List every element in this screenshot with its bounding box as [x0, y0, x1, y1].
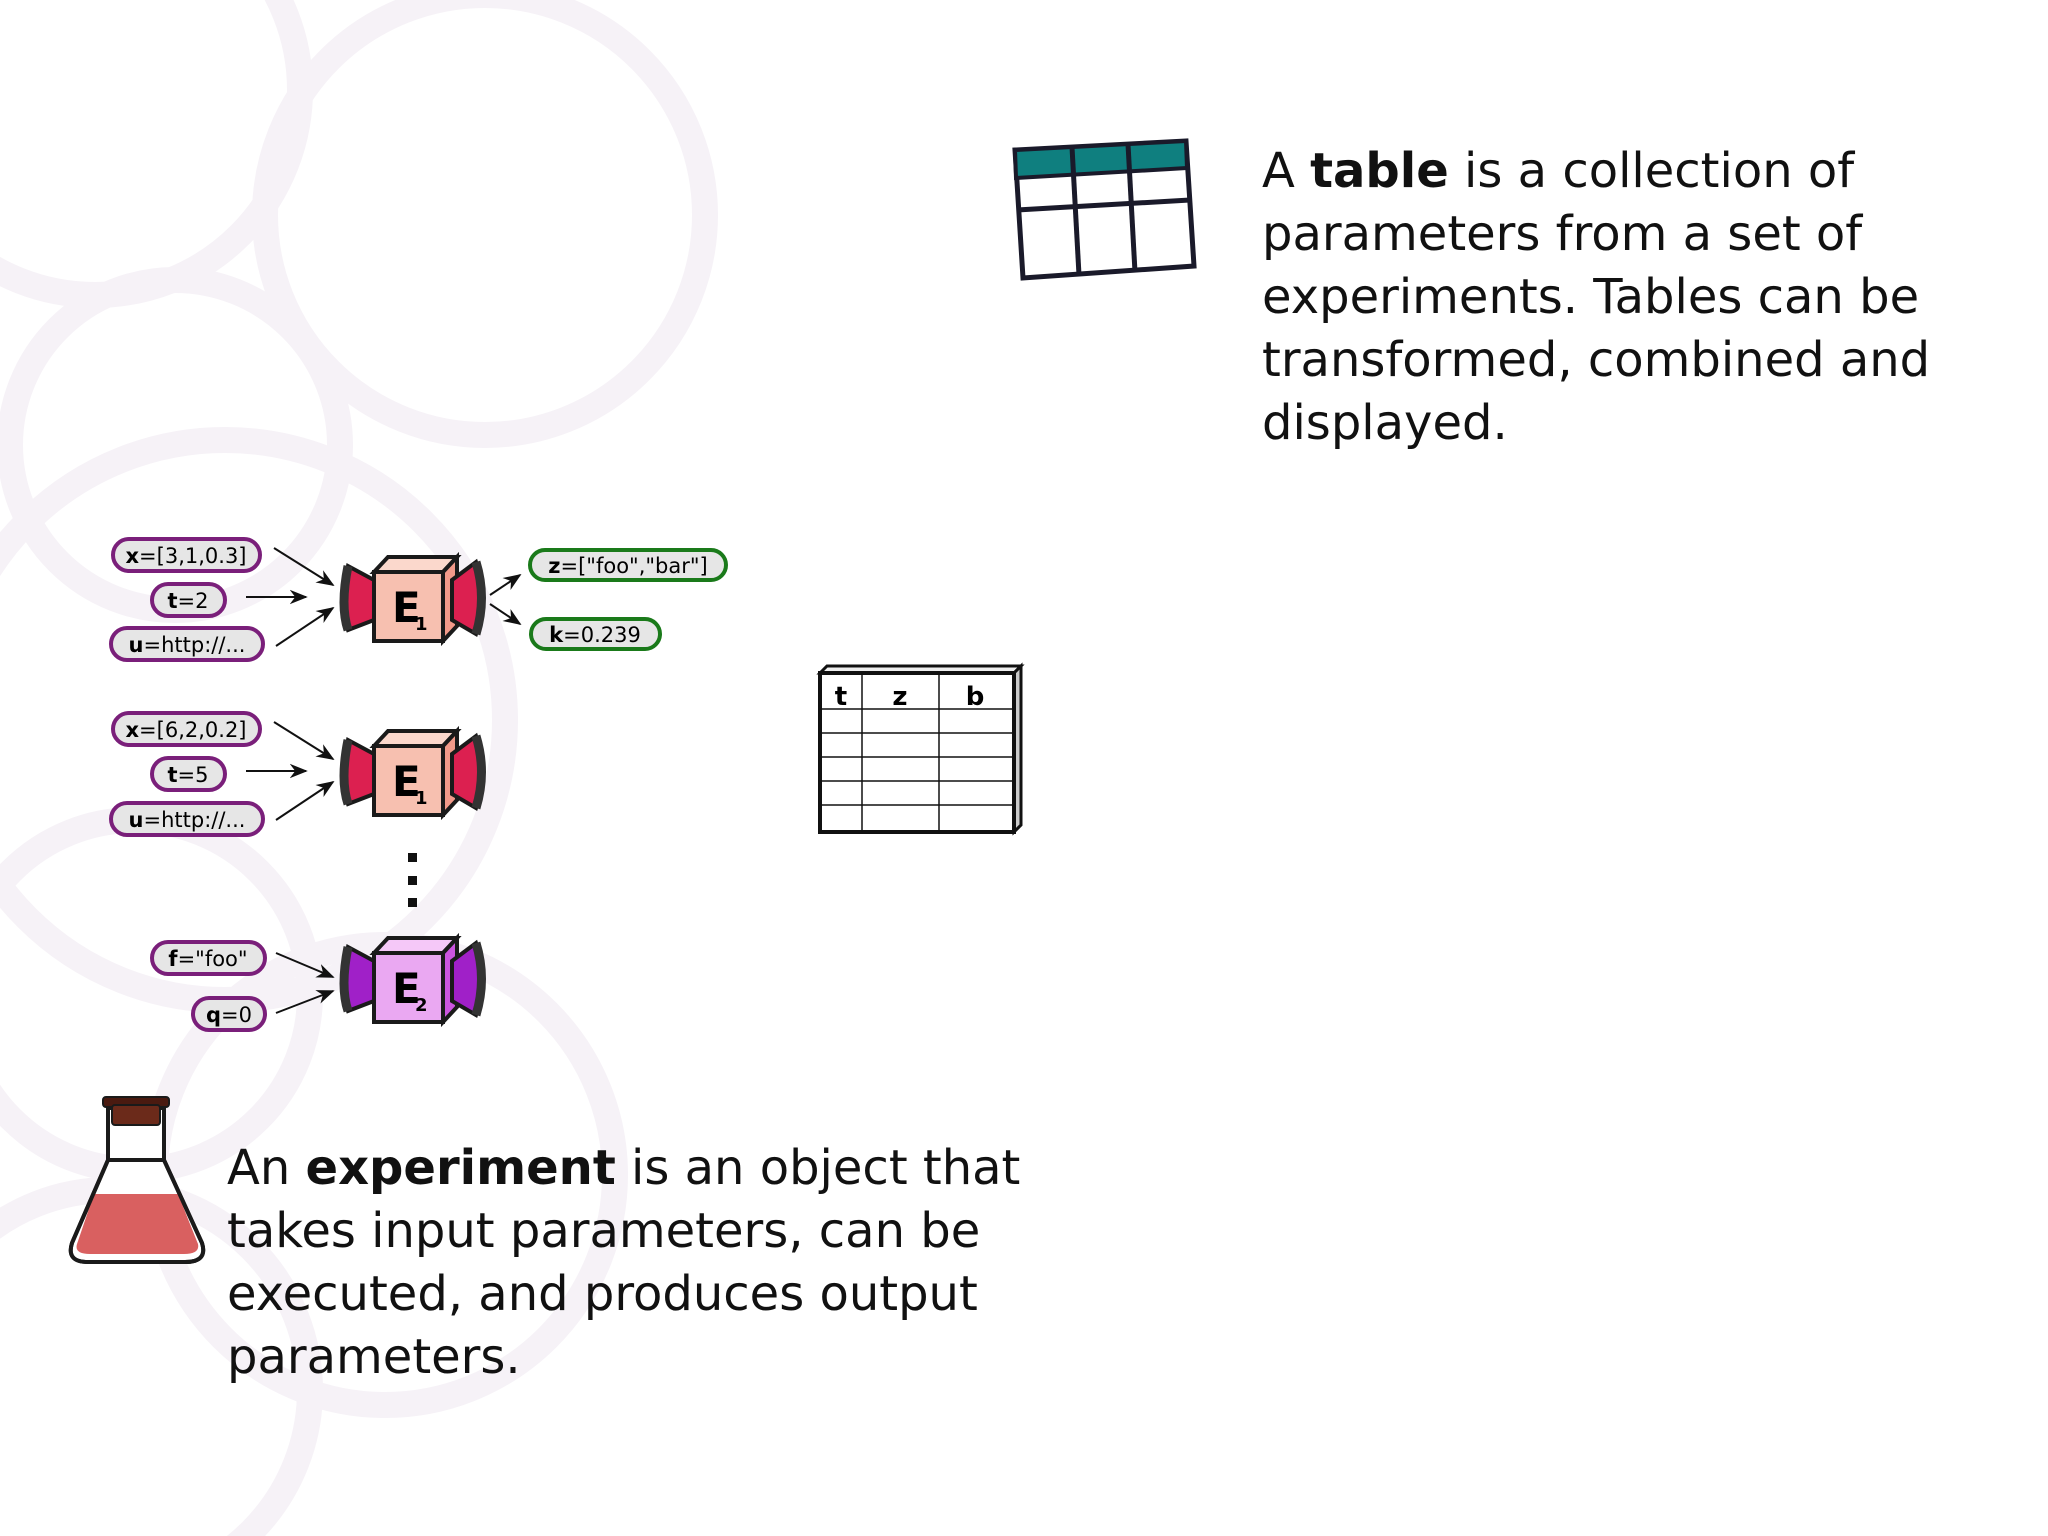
input-param-x-1: x=[3,1,0.3]	[111, 537, 262, 573]
svg-text:q=0: q=0	[206, 1003, 252, 1027]
input-param-q: q=0	[191, 996, 267, 1032]
param-value: =0.239	[563, 623, 641, 647]
experiment-subscript: 1	[415, 788, 428, 809]
table-header-cell: t	[835, 682, 847, 712]
input-arrows	[246, 547, 335, 647]
svg-text:t=5: t=5	[167, 763, 208, 787]
param-value: =["foo","bar"]	[561, 554, 708, 578]
table-header-cell: z	[892, 682, 907, 712]
param-value: =2	[178, 589, 209, 613]
param-key: z	[548, 554, 560, 578]
experiment-3: f="foo" q=0 E 2	[150, 932, 486, 1032]
input-param-u-1: u=http://...	[109, 626, 265, 662]
input-param-t-1: t=2	[150, 582, 227, 618]
svg-text:k=0.239: k=0.239	[549, 623, 641, 647]
flask-icon	[68, 1096, 206, 1264]
table-desc-prefix: A	[1262, 143, 1311, 199]
param-key: x	[126, 718, 140, 742]
svg-text:x=[3,1,0.3]: x=[3,1,0.3]	[126, 544, 247, 568]
experiment-subscript: 2	[415, 995, 428, 1016]
experiment-description: An experiment is an object that takes in…	[227, 1137, 1087, 1389]
experiment-desc-rest: is an object that takes input parameters…	[227, 1140, 1021, 1385]
svg-text:u=http://...: u=http://...	[129, 633, 246, 657]
input-arrows	[246, 721, 335, 821]
param-key: x	[126, 544, 140, 568]
experiment-desc-prefix: An	[227, 1140, 306, 1196]
vertical-ellipsis-icon	[408, 853, 417, 907]
svg-text:z=["foo","bar"]: z=["foo","bar"]	[548, 554, 707, 578]
experiment-label: E	[392, 757, 421, 806]
table-desc-rest: is a collection of parameters from a set…	[1262, 143, 1931, 451]
svg-text:t=2: t=2	[167, 589, 208, 613]
experiment-subscript: 1	[415, 614, 428, 635]
output-arrows	[489, 574, 522, 625]
svg-text:u=http://...: u=http://...	[129, 808, 246, 832]
experiment-1: x=[3,1,0.3] t=2 u=http://... E 1	[109, 537, 728, 662]
output-param-z: z=["foo","bar"]	[528, 548, 728, 582]
table-keyword: table	[1310, 143, 1449, 199]
param-key: k	[549, 623, 564, 647]
result-table: t z b	[816, 662, 1025, 836]
table-icon	[1012, 138, 1197, 281]
param-key: f	[168, 947, 178, 971]
param-key: u	[129, 808, 144, 832]
svg-text:x=[6,2,0.2]: x=[6,2,0.2]	[126, 718, 247, 742]
table-header-cell: b	[966, 682, 985, 712]
input-arrows	[275, 952, 335, 1014]
param-value: =[6,2,0.2]	[139, 718, 246, 742]
input-param-f: f="foo"	[150, 940, 267, 976]
param-value: =[3,1,0.3]	[139, 544, 246, 568]
experiment-cube-icon: E 1	[339, 725, 486, 821]
experiment-label: E	[392, 964, 421, 1013]
svg-text:f="foo": f="foo"	[168, 947, 247, 971]
table-description: A table is a collection of parameters fr…	[1262, 140, 2022, 455]
param-value: =5	[178, 763, 209, 787]
param-key: q	[206, 1003, 221, 1027]
input-param-u-2: u=http://...	[109, 801, 265, 837]
experiment-cube-icon: E 1	[339, 551, 486, 647]
experiment-2: x=[6,2,0.2] t=5 u=http://... E 1	[109, 711, 486, 837]
param-value: ="foo"	[178, 947, 248, 971]
experiment-label: E	[392, 583, 421, 632]
experiment-keyword: experiment	[305, 1140, 616, 1196]
param-value: =0	[221, 1003, 252, 1027]
param-key: u	[129, 633, 144, 657]
param-value: =http://...	[143, 633, 245, 657]
param-value: =http://...	[143, 808, 245, 832]
input-param-t-2: t=5	[150, 756, 227, 792]
experiment-cube-icon: E 2	[339, 932, 486, 1028]
param-key: t	[167, 589, 177, 613]
param-key: t	[167, 763, 177, 787]
input-param-x-2: x=[6,2,0.2]	[111, 711, 262, 747]
output-param-k: k=0.239	[529, 617, 662, 651]
